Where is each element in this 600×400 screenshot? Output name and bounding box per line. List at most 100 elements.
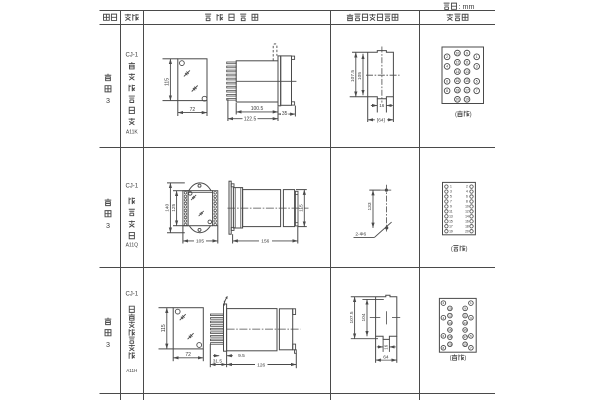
svg-text:3: 3: [450, 190, 452, 194]
svg-text:140: 140: [165, 203, 171, 211]
svg-text:17: 17: [449, 224, 453, 228]
svg-text:20: 20: [456, 98, 460, 102]
svg-text:115: 115: [299, 204, 305, 212]
svg-text:107.5: 107.5: [349, 311, 355, 323]
svg-text:11: 11: [449, 210, 453, 214]
svg-text:1: 1: [450, 185, 452, 189]
svg-text:20: 20: [448, 342, 452, 346]
svg-text:1: 1: [470, 301, 472, 305]
svg-text:A11Q: A11Q: [126, 243, 139, 249]
svg-text:3: 3: [106, 340, 110, 349]
svg-text:6: 6: [443, 334, 445, 338]
svg-text:107.5: 107.5: [350, 70, 356, 82]
svg-text:35: 35: [282, 111, 288, 117]
svg-text:18: 18: [465, 224, 469, 228]
svg-text:(: (: [450, 356, 452, 362]
svg-text:6: 6: [466, 195, 468, 199]
svg-text:): ): [466, 247, 468, 253]
svg-text:2: 2: [446, 55, 448, 59]
svg-text:3: 3: [476, 65, 478, 69]
svg-text:(: (: [451, 247, 453, 253]
svg-text:2-Φ6: 2-Φ6: [355, 231, 366, 237]
svg-text:16: 16: [379, 103, 385, 108]
svg-text:12: 12: [448, 314, 452, 318]
svg-text:11: 11: [463, 314, 466, 318]
svg-text:3: 3: [106, 221, 110, 230]
svg-text:20: 20: [465, 229, 469, 233]
svg-text:4: 4: [466, 190, 468, 194]
svg-text:5: 5: [476, 80, 478, 84]
svg-text:122.5: 122.5: [244, 116, 257, 122]
svg-text:8: 8: [446, 89, 448, 93]
svg-text:2: 2: [443, 301, 445, 305]
svg-text:104: 104: [361, 313, 367, 321]
svg-text:115: 115: [161, 324, 167, 332]
svg-text:3: 3: [106, 96, 110, 105]
svg-text:31.5: 31.5: [213, 358, 223, 364]
svg-text::: :: [459, 4, 461, 11]
svg-text:8: 8: [443, 346, 445, 350]
svg-text:10: 10: [465, 205, 469, 209]
svg-text:CJ-1: CJ-1: [125, 291, 138, 297]
svg-text:7: 7: [470, 346, 472, 350]
svg-text:9: 9: [450, 205, 452, 209]
svg-text:115: 115: [164, 78, 170, 86]
svg-text:13: 13: [465, 70, 469, 74]
svg-text:1: 1: [476, 55, 478, 59]
svg-text:3: 3: [470, 316, 472, 320]
svg-text:6: 6: [446, 80, 448, 84]
svg-text:16: 16: [448, 328, 452, 332]
svg-text:15: 15: [465, 79, 469, 83]
svg-text:A11H: A11H: [126, 368, 137, 373]
svg-text:5: 5: [450, 195, 452, 199]
svg-text:14: 14: [448, 321, 452, 325]
svg-text:2: 2: [466, 185, 468, 189]
svg-text:A11K: A11K: [126, 129, 139, 135]
svg-text:4: 4: [446, 65, 448, 69]
svg-text:16: 16: [456, 79, 460, 83]
svg-text:19: 19: [463, 342, 467, 346]
svg-text:18: 18: [456, 88, 460, 92]
svg-text:): ): [470, 112, 472, 118]
svg-text:64: 64: [383, 355, 389, 361]
svg-text:17: 17: [463, 335, 467, 339]
svg-text:14: 14: [465, 214, 469, 218]
svg-text:12: 12: [456, 61, 460, 65]
svg-text:8: 8: [466, 200, 468, 204]
svg-text:mm: mm: [463, 2, 475, 11]
svg-text:19: 19: [465, 98, 469, 102]
svg-text:15: 15: [463, 328, 467, 332]
svg-text:100.5: 100.5: [251, 106, 264, 112]
svg-text:9.5: 9.5: [238, 353, 245, 359]
svg-text:11: 11: [465, 61, 469, 65]
svg-text:CJ-1: CJ-1: [125, 183, 138, 189]
svg-text:16: 16: [384, 344, 389, 349]
svg-text:9: 9: [466, 51, 468, 55]
svg-text:15: 15: [449, 219, 453, 223]
svg-text:10: 10: [456, 51, 460, 55]
svg-text:16: 16: [465, 219, 469, 223]
svg-text:): ): [464, 356, 466, 362]
svg-text:105: 105: [357, 72, 363, 80]
svg-text:12: 12: [465, 210, 469, 214]
svg-text:5: 5: [470, 334, 472, 338]
svg-text:72: 72: [190, 107, 196, 113]
svg-text:CJ-1: CJ-1: [125, 53, 138, 59]
svg-text:[64]: [64]: [377, 118, 385, 124]
svg-text:133: 133: [367, 202, 373, 210]
svg-text:14: 14: [456, 70, 460, 74]
svg-text:7: 7: [450, 200, 452, 204]
svg-text:156: 156: [261, 239, 269, 245]
svg-text:17: 17: [465, 88, 469, 92]
svg-text:105: 105: [196, 239, 204, 245]
svg-text:19: 19: [449, 229, 453, 233]
svg-text:125: 125: [171, 203, 177, 211]
svg-text:13: 13: [463, 321, 467, 325]
svg-text:4: 4: [443, 316, 445, 320]
svg-text:9: 9: [464, 307, 466, 311]
svg-text:7: 7: [476, 89, 478, 93]
svg-text:72: 72: [185, 352, 191, 358]
svg-text:(: (: [455, 112, 457, 118]
svg-text:10: 10: [448, 307, 452, 311]
svg-text:18: 18: [448, 335, 452, 339]
